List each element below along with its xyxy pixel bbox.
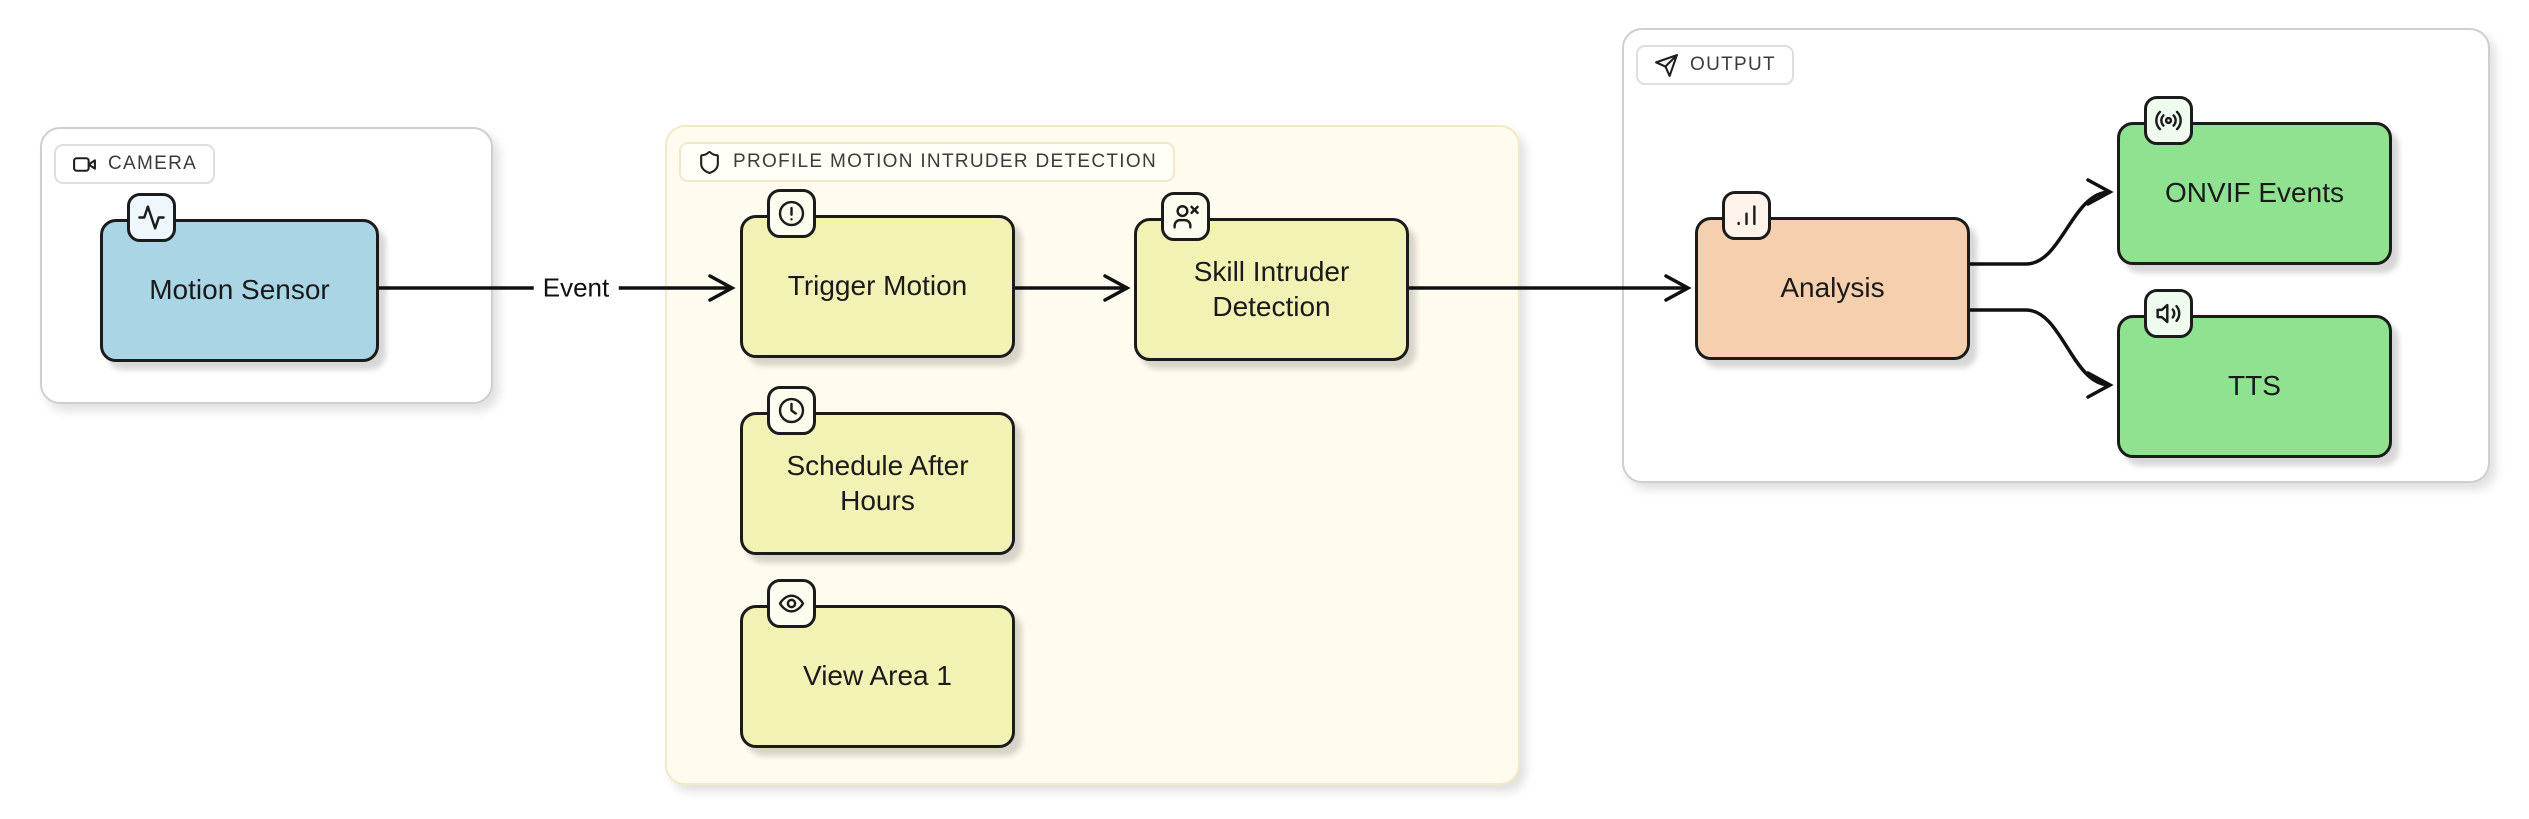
group-camera-label: CAMERA — [108, 153, 198, 174]
alert-circle-icon — [778, 200, 805, 227]
node-tts-label: TTS — [2228, 370, 2281, 402]
group-camera-badge: CAMERA — [54, 144, 216, 184]
node-skill-intruder-label: Skill Intruder Detection — [1193, 256, 1350, 322]
node-trigger-motion-label: Trigger Motion — [787, 270, 968, 302]
bar-chart-icon — [1737, 205, 1756, 226]
node-onvif-label: ONVIF Events — [2165, 177, 2344, 209]
node-skill-intruder-detection[interactable]: Skill Intruder Detection — [1134, 192, 1409, 361]
node-view-area-1[interactable]: View Area 1 — [740, 579, 1015, 748]
clock-icon — [778, 397, 805, 424]
node-analysis-label: Analysis — [1780, 272, 1885, 304]
group-output-label: OUTPUT — [1690, 54, 1776, 75]
node-onvif-events[interactable]: ONVIF Events — [2117, 96, 2392, 265]
node-onvif-icon-badge — [2144, 96, 2193, 145]
node-motion-sensor-icon-badge — [127, 193, 176, 242]
video-camera-icon — [73, 156, 96, 172]
user-x-icon — [1173, 205, 1199, 229]
group-profile-badge: PROFILE MOTION INTRUDER DETECTION — [679, 142, 1175, 182]
node-schedule-icon-badge — [767, 386, 816, 435]
edge-event-label: Event — [533, 271, 619, 305]
shield-icon — [700, 150, 719, 174]
group-profile-label: PROFILE MOTION INTRUDER DETECTION — [733, 151, 1157, 172]
edge-analysis-to-onvif-events[interactable] — [1968, 178, 2114, 266]
edge-analysis-to-tts[interactable] — [1968, 308, 2114, 399]
speaker-icon — [2156, 303, 2181, 324]
group-profile-motion-intruder-detection[interactable]: PROFILE MOTION INTRUDER DETECTION Trigge… — [665, 125, 1520, 785]
node-trigger-motion-icon-badge — [767, 189, 816, 238]
node-schedule-label: Schedule After Hours — [786, 450, 969, 516]
node-schedule-after-hours[interactable]: Schedule After Hours — [740, 386, 1015, 555]
eye-icon — [778, 594, 805, 613]
node-tts-icon-badge — [2144, 289, 2193, 338]
node-tts[interactable]: TTS — [2117, 289, 2392, 458]
node-motion-sensor-label: Motion Sensor — [149, 274, 330, 306]
node-view-area-label: View Area 1 — [803, 660, 952, 692]
node-view-area-icon-badge — [767, 579, 816, 628]
group-camera[interactable]: CAMERA Motion Sensor — [40, 127, 493, 404]
broadcast-icon — [2155, 110, 2182, 131]
group-output[interactable]: OUTPUT Analysis ONVIF Events — [1622, 28, 2490, 483]
node-analysis-icon-badge — [1722, 191, 1771, 240]
group-output-badge: OUTPUT — [1636, 45, 1794, 85]
node-trigger-motion[interactable]: Trigger Motion — [740, 189, 1015, 358]
node-motion-sensor[interactable]: Motion Sensor — [100, 193, 379, 362]
send-icon — [1655, 53, 1678, 77]
activity-icon — [138, 205, 165, 230]
node-skill-intruder-icon-badge — [1161, 192, 1210, 241]
node-analysis[interactable]: Analysis — [1695, 191, 1970, 360]
